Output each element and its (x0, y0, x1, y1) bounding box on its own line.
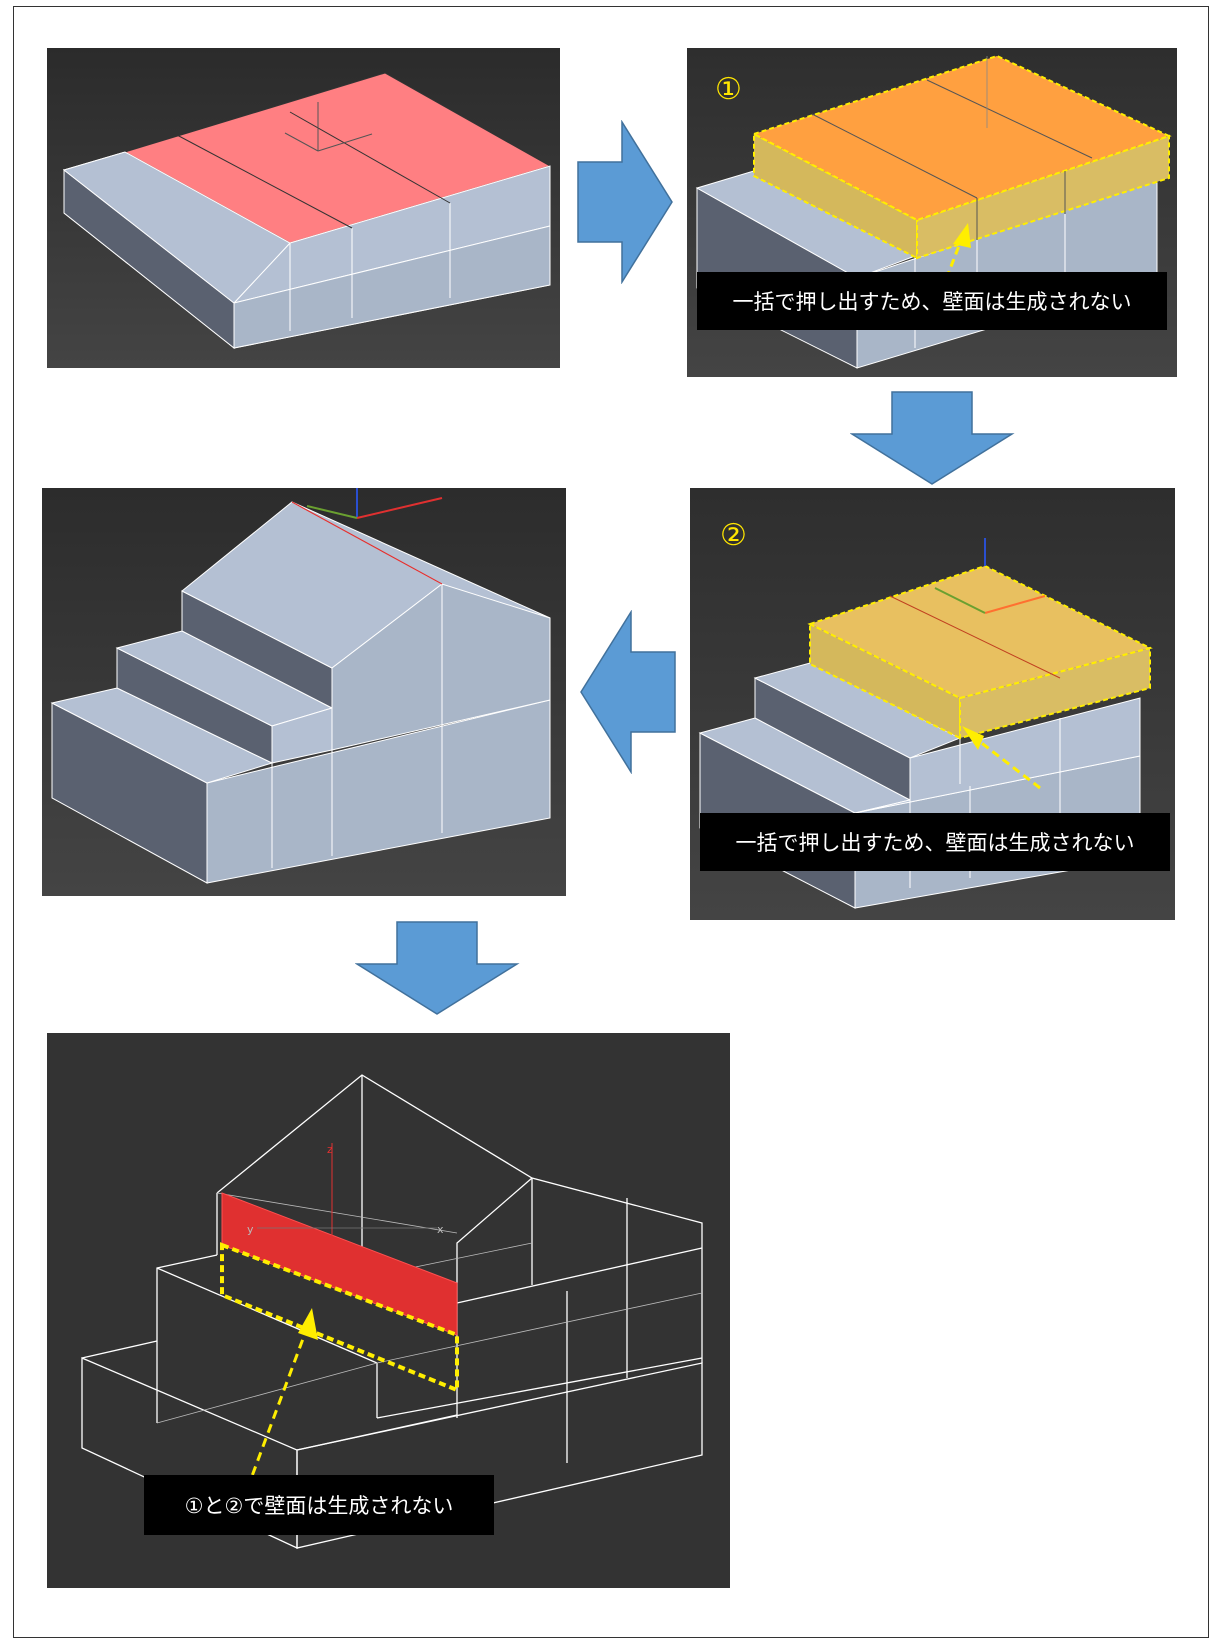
viewport-panel-5: z y x ①と②で壁面は生成されない (47, 1033, 730, 1588)
axis-z-label: z (327, 1143, 333, 1156)
step-1-label: ① (715, 72, 742, 107)
box-selected-top-illustration (62, 72, 552, 350)
flow-arrow-down-1 (850, 391, 1015, 485)
axis-y-label: y (247, 1223, 254, 1236)
flow-arrow-down-2 (355, 921, 520, 1015)
step-1-caption: 一括で押し出すため、壁面は生成されない (697, 272, 1167, 330)
viewport-panel-1 (47, 48, 560, 368)
axis-x-label: x (437, 1223, 444, 1236)
combined-caption: ①と②で壁面は生成されない (144, 1475, 494, 1535)
wireframe-result-illustration: z y x (81, 1074, 703, 1550)
flow-arrow-right (577, 120, 673, 284)
flow-arrow-left (580, 610, 676, 774)
viewport-panel-4 (42, 488, 566, 896)
viewport-panel-2: ① 一括で押し出すため、壁面は生成されない (687, 48, 1177, 377)
result-stepped-house-illustration (50, 488, 551, 884)
step-2-label: ② (720, 518, 747, 553)
viewport-panel-3: ② 一括で押し出すため、壁面は生成されない (690, 488, 1175, 920)
page-frame (13, 6, 1209, 1638)
step-2-caption: 一括で押し出すため、壁面は生成されない (700, 813, 1170, 871)
